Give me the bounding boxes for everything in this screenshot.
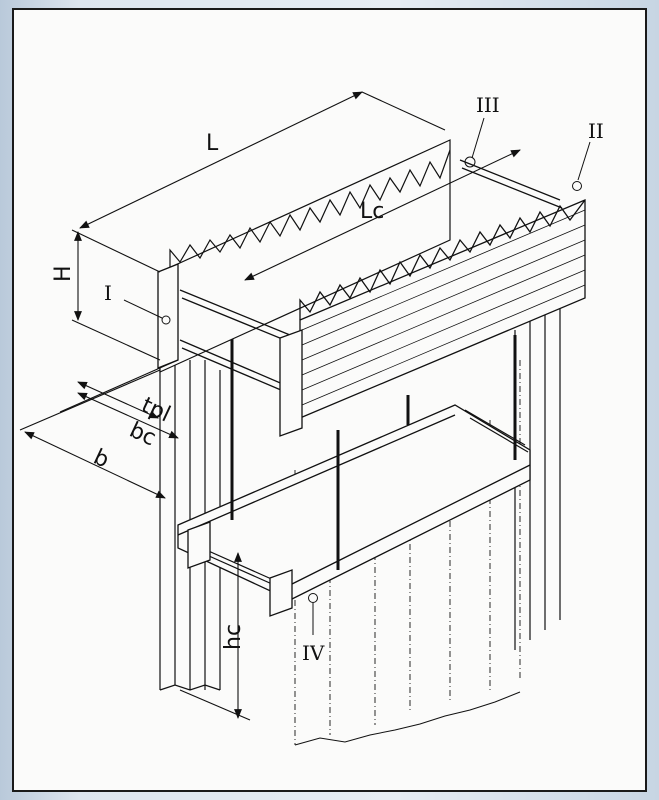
dim-label-H: H bbox=[51, 265, 76, 282]
callout-label-IV: IV bbox=[302, 641, 325, 665]
dim-label-hc: hc bbox=[221, 624, 246, 650]
callout-label-II: II bbox=[588, 119, 604, 143]
hangers bbox=[230, 335, 517, 570]
callout-IV bbox=[308, 593, 318, 635]
dimension-tpl-bc-b bbox=[19, 359, 179, 499]
callout-I bbox=[123, 299, 171, 325]
dim-label-b: b bbox=[89, 445, 112, 474]
callout-III bbox=[464, 117, 485, 168]
dim-label-Lc: Lc bbox=[360, 199, 384, 224]
lower-wall-bottom-edge bbox=[294, 691, 521, 746]
lower-waler-frame bbox=[177, 404, 531, 601]
dimension-hc bbox=[179, 552, 251, 721]
dimension-L bbox=[79, 91, 446, 229]
callout-label-I: I bbox=[104, 281, 112, 305]
callout-II bbox=[572, 141, 591, 191]
callout-label-III: III bbox=[476, 93, 500, 117]
dimension-H bbox=[71, 229, 161, 361]
dimension-Lc bbox=[244, 149, 521, 281]
dim-label-L: L bbox=[206, 131, 219, 156]
